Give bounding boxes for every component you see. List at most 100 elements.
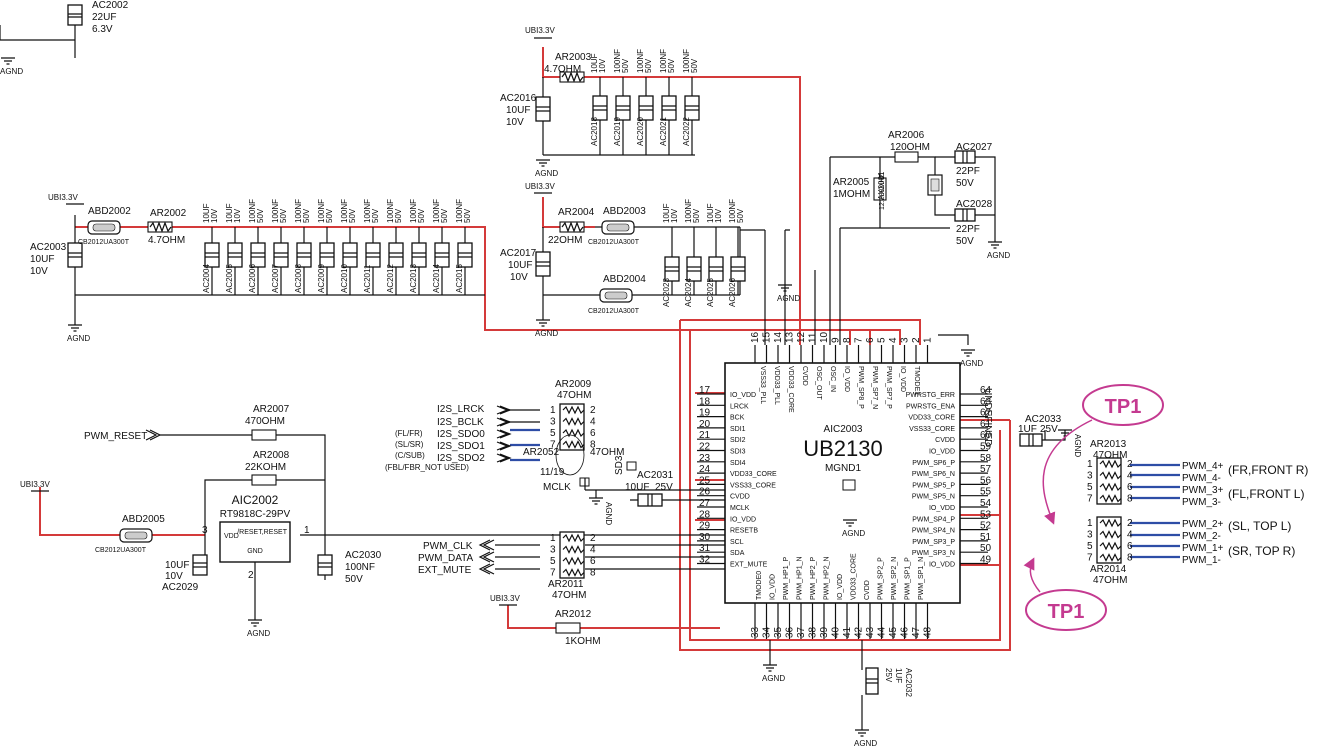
agnd-symbol: AGND bbox=[247, 619, 270, 638]
res-ar2008[interactable]: AR2008 22KOHM bbox=[245, 450, 290, 486]
svg-text:120OHM: 120OHM bbox=[890, 142, 930, 153]
res-ar2002[interactable]: AR2002 4.7OHM bbox=[147, 208, 187, 246]
svg-text:AC2016: AC2016 bbox=[500, 93, 537, 104]
cap-voltage: 50V bbox=[394, 208, 403, 223]
agnd-label: AGND bbox=[762, 674, 785, 683]
rn-pin: 4 bbox=[1127, 530, 1133, 541]
cap-ac2032[interactable]: 25V 1UF AC2032 bbox=[865, 667, 913, 697]
cap-ac2028[interactable]: AC2028 22PF 50V bbox=[954, 199, 993, 247]
ic-rt9818[interactable]: AIC2002 RT9818C-29PV VDD /RESET,RESET GN… bbox=[202, 493, 310, 581]
top-pin-label: PWM_SP7_N bbox=[871, 366, 878, 409]
svg-text:AC2030: AC2030 bbox=[345, 550, 382, 561]
left-pin-num: 19 bbox=[699, 408, 711, 419]
bottom-pin-num: 34 bbox=[762, 626, 773, 638]
svg-text:AC2027: AC2027 bbox=[956, 142, 993, 153]
cap-value: 100NF bbox=[294, 199, 303, 223]
svg-text:1UF: 1UF bbox=[1018, 424, 1037, 435]
top-pin-num: 13 bbox=[785, 331, 796, 343]
svg-text:UBI3.3V: UBI3.3V bbox=[20, 480, 50, 489]
cap-ref: AC2007 bbox=[271, 264, 280, 293]
right-pin-num: 64 bbox=[980, 385, 992, 396]
right-pin-label: PWM_SP3_N bbox=[912, 550, 955, 557]
top-pin-label: PWM_SP8_P bbox=[857, 366, 864, 409]
cap-ac2016[interactable]: AC2016 10UF 10V bbox=[500, 93, 551, 128]
svg-text:10UF: 10UF bbox=[508, 260, 532, 271]
ic-ref: AIC2003 bbox=[824, 424, 863, 435]
bottom-pin-num: 43 bbox=[865, 626, 876, 638]
right-pin-label: CVDD bbox=[935, 437, 955, 444]
bead-abd2005[interactable]: ABD2005 CB2012UA300T bbox=[95, 514, 165, 554]
res-ar2005[interactable]: AR2005 1MOHM bbox=[833, 177, 887, 201]
top-pin-num: 15 bbox=[762, 331, 773, 343]
right-pin-label: PWRSTG_ERR bbox=[906, 392, 955, 399]
cap-ac2031[interactable]: AC2031 10UF 25V bbox=[625, 470, 674, 507]
res-ar2004[interactable]: AR2004 22OHM bbox=[548, 207, 595, 246]
svg-text:25V: 25V bbox=[1040, 424, 1058, 435]
left-pin-label: CVDD bbox=[730, 494, 750, 501]
cap-ac2030[interactable]: AC2030 100NF 50V bbox=[317, 550, 382, 585]
res-ar2012[interactable]: AR2012 1KOHM bbox=[555, 609, 601, 647]
cap-ac2017[interactable]: AC2017 10UF 10V bbox=[500, 248, 551, 283]
test-point-1[interactable]: TP1 bbox=[1042, 384, 1164, 525]
rn-pin: 3 bbox=[1087, 471, 1093, 482]
top-pin-num: 12 bbox=[796, 331, 807, 343]
top-pin-num: 5 bbox=[877, 337, 888, 343]
res-ar2006[interactable]: AR2006 120OHM bbox=[888, 130, 930, 163]
cap-ref: AC2012 bbox=[386, 264, 395, 293]
cap-value: 100NF bbox=[386, 199, 395, 223]
res-ar2007[interactable]: AR2007 470OHM bbox=[245, 404, 290, 441]
top-pin-label: IO_VDD bbox=[899, 366, 906, 392]
top-pin-label: VDD33_CORE bbox=[787, 366, 794, 413]
cap-ac2027[interactable]: AC2027 22PF 50V bbox=[954, 142, 993, 189]
cap-ac2029[interactable]: 10UF 10V AC2029 bbox=[162, 554, 208, 593]
bead-abd2002[interactable]: ABD2002 CB2012UA300T bbox=[78, 206, 131, 246]
cap-ac2003[interactable]: AC2003 10UF 10V bbox=[30, 242, 83, 277]
rn-pin: 7 bbox=[1087, 553, 1093, 564]
res-ar2003[interactable]: AR2003 4.7OHM bbox=[544, 52, 592, 83]
crystal-ax2001[interactable]: AX2001 12.288MHZ bbox=[877, 171, 943, 210]
bead-abd2003[interactable]: ABD2003 CB2012UA300T bbox=[588, 206, 646, 246]
svg-text:PWM_CLK: PWM_CLK bbox=[423, 541, 473, 552]
svg-text:AR2011: AR2011 bbox=[548, 579, 584, 590]
svg-text:25V: 25V bbox=[655, 482, 673, 493]
ic-ub2130[interactable]: AIC2003 UB2130 MGND1 UNDEFINED bbox=[724, 362, 993, 604]
cap-ref: AC2024 bbox=[684, 278, 693, 307]
cap-ac2002[interactable]: AC2002 22UF 6.3V bbox=[67, 0, 129, 35]
agnd-label: AGND bbox=[535, 169, 558, 178]
svg-text:AC2032: AC2032 bbox=[904, 668, 913, 697]
right-pin-label: VDD33_CORE bbox=[908, 415, 955, 422]
cap-ac2033[interactable]: AC2033 1UF 25V bbox=[1018, 414, 1062, 447]
bead-abd2004[interactable]: ABD2004 CB2012UA300T bbox=[588, 274, 646, 315]
svg-text:10V: 10V bbox=[165, 571, 183, 582]
cap-ref: AC2004 bbox=[202, 264, 211, 293]
bottom-pin-label: IO_VDD bbox=[837, 574, 844, 600]
rn-pin: 2 bbox=[590, 405, 596, 416]
test-point-2[interactable]: TP1 bbox=[1023, 557, 1107, 631]
